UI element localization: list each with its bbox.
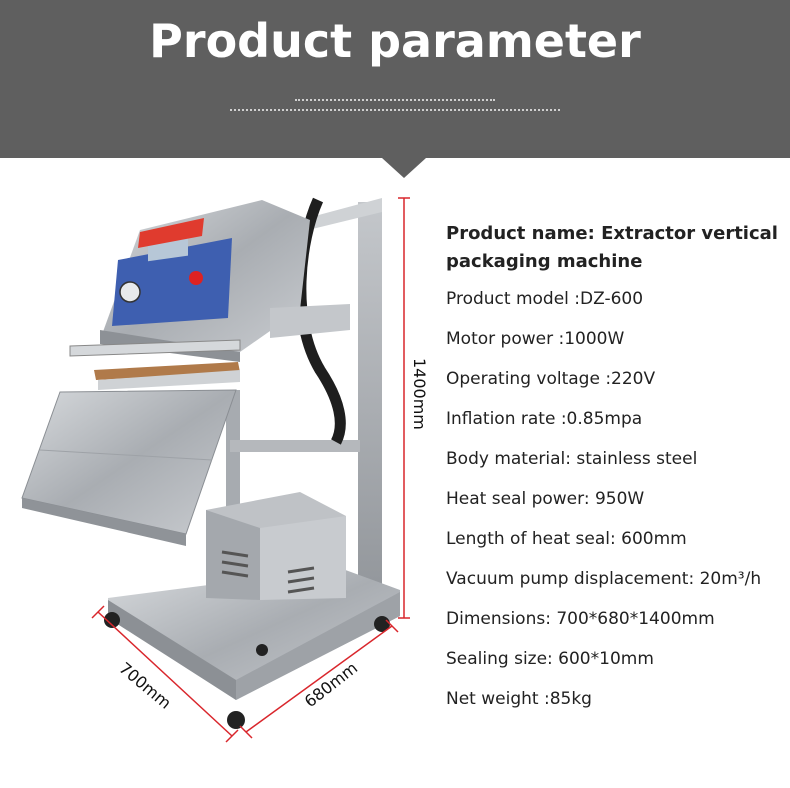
page-title: Product parameter [149, 14, 641, 68]
param-voltage: Operating voltage :220V [446, 369, 656, 389]
param-motor-power: Motor power :1000W [446, 329, 625, 349]
header-banner: Product parameter [0, 0, 790, 158]
param-heat-seal-length: Length of heat seal: 600mm [446, 529, 687, 549]
pressure-gauge [119, 281, 141, 303]
param-pump-displacement: Vacuum pump displacement: 20m³/h [446, 569, 762, 589]
machine-illustration: 1400mm 700mm 680mm [21, 197, 429, 743]
parameter-list: Product name: Extractor vertical packagi… [446, 220, 786, 728]
dimension-lines [91, 197, 410, 743]
pump-housing [206, 492, 346, 600]
control-panel [112, 238, 232, 326]
width-dimension-label: 700mm [115, 659, 174, 713]
header-pointer [382, 158, 426, 178]
param-model: Product model :DZ-600 [446, 289, 644, 309]
support-tray [21, 389, 237, 546]
sealing-bars [69, 339, 241, 390]
param-inflation-rate: Inflation rate :0.85mpa [446, 409, 643, 429]
machine-base [104, 568, 400, 729]
param-sealing-size: Sealing size: 600*10mm [446, 649, 654, 669]
stop-button [189, 271, 203, 285]
param-dimensions: Dimensions: 700*680*1400mm [446, 609, 715, 629]
param-body-material: Body material: stainless steel [446, 449, 698, 469]
sealing-head [100, 200, 350, 362]
decorative-subtitle-dots [0, 99, 790, 113]
param-heat-seal-power: Heat seal power: 950W [446, 489, 645, 509]
height-dimension-label: 1400mm [410, 358, 429, 430]
warning-label [138, 218, 204, 248]
depth-dimension-label: 680mm [301, 658, 361, 711]
param-product-name: Product name: Extractor vertical packagi… [446, 223, 778, 272]
param-net-weight: Net weight :85kg [446, 689, 592, 709]
